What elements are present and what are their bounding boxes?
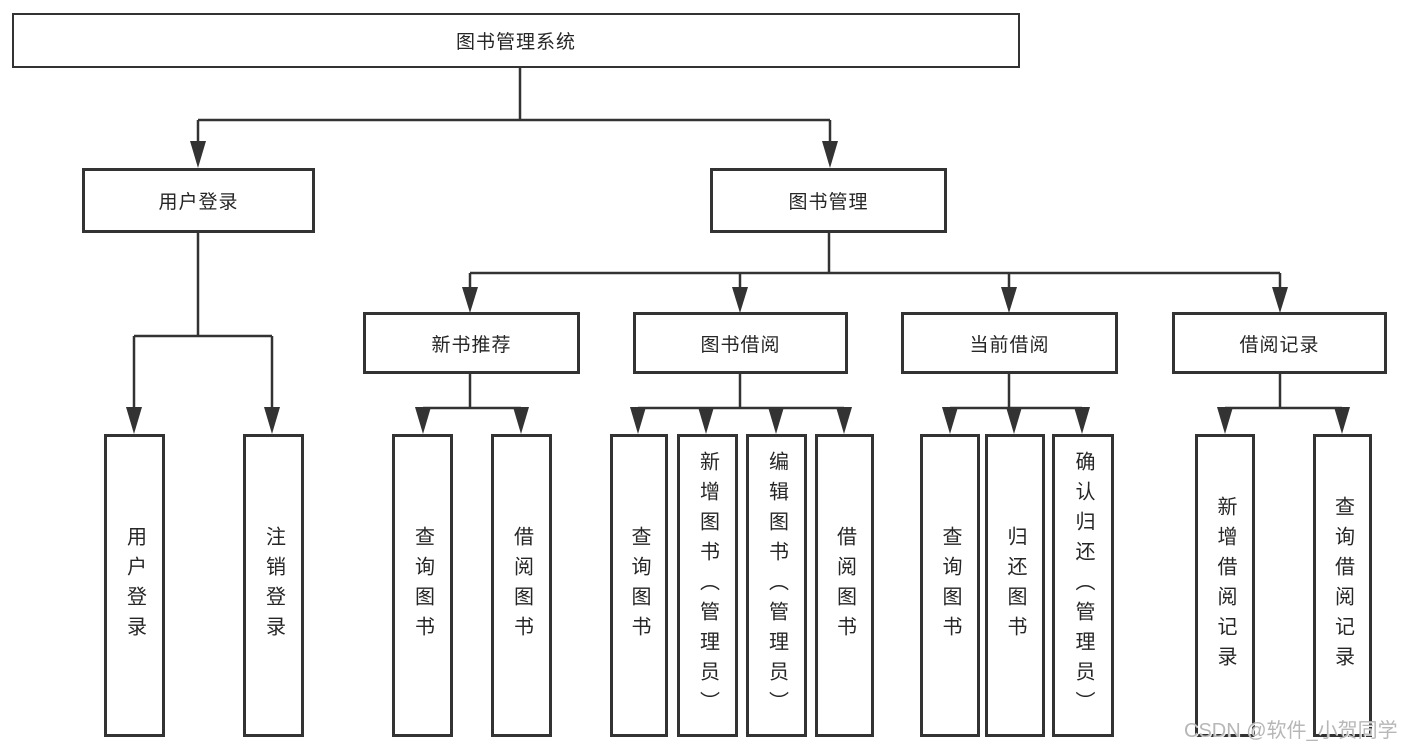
node-user-login: 用户登录 <box>104 434 165 737</box>
node-query-borrowing-record: 查询借阅记录 <box>1313 434 1372 737</box>
node-label: 查询图书 <box>939 525 961 646</box>
node-label: 借阅图书 <box>510 525 533 646</box>
node-book-borrowing: 图书借阅 <box>633 312 848 374</box>
node-label: 新增借阅记录 <box>1214 495 1236 676</box>
node-return-books: 归还图书 <box>985 434 1045 737</box>
node-label: 编辑图书（管理员） <box>765 450 788 721</box>
node-label: 图书管理系统 <box>455 32 576 53</box>
node-edit-book-admin: 编辑图书（管理员） <box>746 434 807 737</box>
node-label: 新增图书（管理员） <box>696 450 719 721</box>
arrowheads <box>126 141 1350 434</box>
node-new-book-recommendation: 新书推荐 <box>363 312 580 374</box>
node-query-books-borrowing: 查询图书 <box>610 434 668 737</box>
node-borrowing-records: 借阅记录 <box>1172 312 1387 374</box>
node-label: 借阅图书 <box>833 525 856 646</box>
node-query-books-recommend: 查询图书 <box>392 434 453 737</box>
node-label: 查询图书 <box>411 525 434 646</box>
node-label: 当前借阅 <box>969 334 1050 356</box>
node-label: 用户登录 <box>123 525 146 646</box>
node-current-borrowing: 当前借阅 <box>901 312 1118 374</box>
node-label: 用户登录 <box>158 192 239 213</box>
node-add-book-admin: 新增图书（管理员） <box>677 434 738 737</box>
node-label: 查询图书 <box>628 525 650 646</box>
node-label: 图书借阅 <box>700 334 781 356</box>
node-label: 注销登录 <box>262 525 285 646</box>
node-label: 图书管理 <box>788 192 869 213</box>
node-book-management-module: 图书管理 <box>710 168 947 233</box>
node-add-borrowing-record: 新增借阅记录 <box>1195 434 1255 737</box>
node-label: 查询借阅记录 <box>1331 495 1354 676</box>
node-logout: 注销登录 <box>243 434 304 737</box>
node-label: 确认归还（管理员） <box>1072 450 1094 721</box>
node-label: 借阅记录 <box>1239 334 1320 356</box>
node-query-books-current: 查询图书 <box>920 434 980 737</box>
node-user-login-module: 用户登录 <box>82 168 315 233</box>
node-borrow-books-recommend: 借阅图书 <box>491 434 552 737</box>
node-label: 新书推荐 <box>431 334 512 356</box>
node-label: 归还图书 <box>1004 525 1026 646</box>
node-borrow-books: 借阅图书 <box>815 434 874 737</box>
node-library-management-system: 图书管理系统 <box>12 13 1020 68</box>
csdn-watermark: CSDN @软件_小贺同学 <box>1184 720 1398 742</box>
node-confirm-return-admin: 确认归还（管理员） <box>1052 434 1114 737</box>
